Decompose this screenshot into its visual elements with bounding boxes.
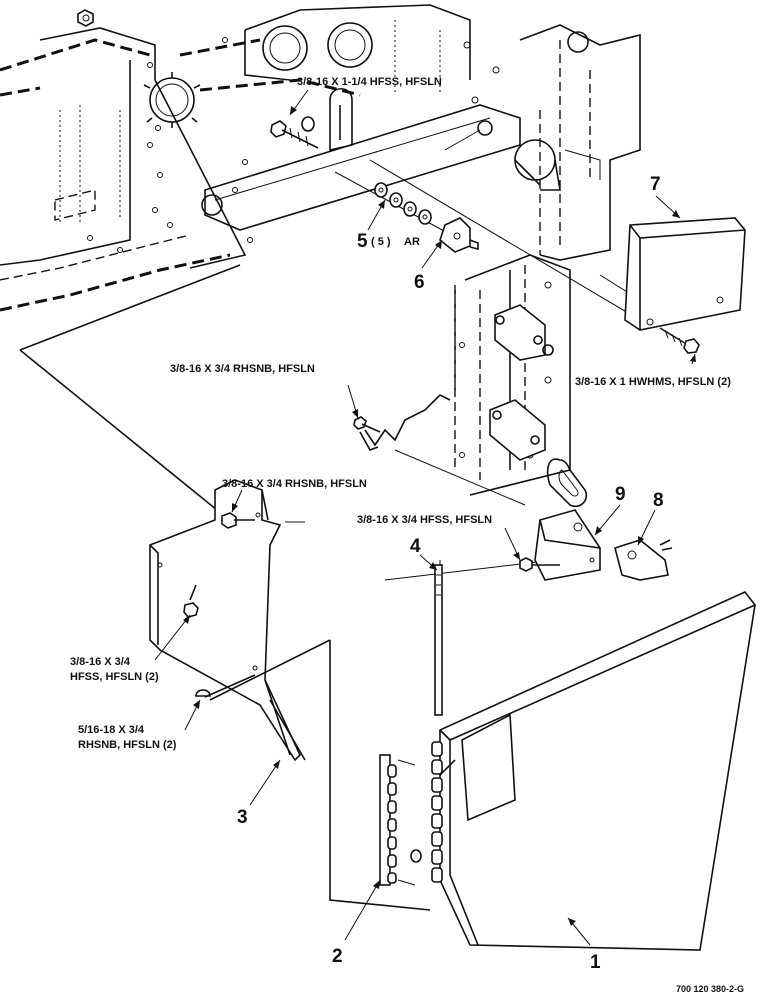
callout-rhsnb-2-line2: RHSNB, HFSLN (2) bbox=[78, 739, 177, 751]
callout-hfss-1-1-4: 3/8-16 X 1-1/4 HFSS, HFSLN bbox=[297, 76, 442, 88]
callout-rhsnb-2-line1: 5/16-18 X 3/4 bbox=[78, 724, 145, 736]
item-number-4: 4 bbox=[410, 536, 421, 557]
item-number-5: 5 bbox=[357, 231, 368, 252]
callout-rhsnb-lower: 3/8-16 X 3/4 RHSNB, HFSLN bbox=[222, 478, 367, 490]
item-number-1: 1 bbox=[590, 952, 601, 973]
item-number-8: 8 bbox=[653, 490, 664, 511]
item-number-9: 9 bbox=[615, 484, 626, 505]
item-number-7: 7 bbox=[650, 174, 661, 195]
bolt-rhsnb-bracket bbox=[195, 674, 256, 698]
bolt-hfss-1-1-4 bbox=[270, 116, 319, 149]
frame-assembly bbox=[0, 4, 641, 546]
spacer-part bbox=[439, 217, 479, 253]
bolt-rhsnb-lower bbox=[221, 512, 255, 529]
shield-item-7 bbox=[624, 217, 746, 331]
callout-hfss-2-line1: 3/8-16 X 3/4 bbox=[70, 656, 131, 668]
item-number-3: 3 bbox=[237, 807, 248, 828]
rod-item-4 bbox=[434, 564, 443, 716]
callout-rhsnb-upper: 3/8-16 X 3/4 RHSNB, HFSLN bbox=[170, 363, 315, 375]
item-number-6: 6 bbox=[414, 272, 425, 293]
washers-stack bbox=[374, 182, 432, 225]
callout-hfss-3-4: 3/8-16 X 3/4 HFSS, HFSLN bbox=[357, 514, 492, 526]
callout-labels: 3/8-16 X 1-1/4 HFSS, HFSLN 3/8-16 X 3/4 … bbox=[70, 76, 731, 751]
hinge-knuckles-panel bbox=[431, 741, 443, 883]
center-panel bbox=[359, 254, 588, 508]
bolt-rhsnb-upper bbox=[353, 416, 381, 433]
bracket-item-3 bbox=[149, 479, 305, 762]
item-numbers: 5 ( 5 ) AR 6 7 9 8 4 3 2 1 bbox=[237, 174, 664, 973]
latch-item-8 bbox=[614, 539, 673, 581]
callout-hwhms: 3/8-16 X 1 HWHMS, HFSLN (2) bbox=[575, 376, 731, 388]
bolt-hwhms bbox=[659, 327, 700, 354]
bracket-item-9 bbox=[534, 509, 601, 581]
callout-hfss-2-line2: HFSS, HFSLN (2) bbox=[70, 671, 159, 683]
item-number-2: 2 bbox=[332, 946, 343, 967]
leader-lines bbox=[154, 89, 696, 946]
item-5-ar: AR bbox=[404, 236, 420, 248]
shield-item-1 bbox=[439, 591, 756, 951]
bolt-hfss-3-4 bbox=[519, 557, 560, 572]
hinge-strip-item-2 bbox=[379, 754, 422, 886]
lower-frame-lines bbox=[209, 639, 431, 911]
bolt-hfss-bracket bbox=[183, 584, 199, 618]
drawing-reference-number: 700 120 380-2-G bbox=[676, 984, 744, 994]
item-5-quantity: ( 5 ) bbox=[371, 236, 391, 248]
